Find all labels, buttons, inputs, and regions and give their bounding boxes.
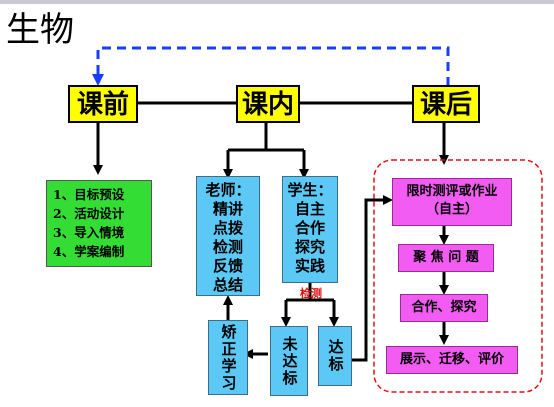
after-step-timed-test: 限时测评或作业 （自主）	[392, 178, 512, 226]
teacher-heading: 老师：	[205, 181, 251, 199]
not-reached-box: 未达标	[270, 326, 308, 396]
after-step-cooperate: 合作、探究	[400, 294, 488, 322]
after-class-frame	[373, 159, 543, 393]
teacher-box: 老师： 精讲 点拨 检测 反馈 总结	[196, 176, 260, 296]
teacher-task: 检测	[212, 238, 243, 256]
student-task: 自主	[294, 200, 325, 218]
stage-in-class: 课内	[236, 85, 300, 123]
stage-after-class: 课后	[412, 85, 480, 123]
page-title: 生物	[6, 10, 74, 50]
teacher-task: 总结	[212, 276, 243, 294]
feedback-loop-arrow	[92, 46, 450, 86]
student-box: 学生： 自主 合作 探究 实践	[282, 176, 338, 283]
student-task: 探究	[294, 238, 325, 256]
plan-item: 3、导入情境	[53, 225, 125, 240]
plan-item: 1、目标预设	[53, 187, 125, 202]
reached-box: 达标	[318, 326, 352, 386]
after-step-focus: 聚 焦 问 题	[398, 244, 494, 272]
after-step-text: （自主）	[425, 202, 478, 217]
plan-item: 4、学案编制	[53, 244, 125, 259]
student-heading: 学生：	[287, 181, 333, 199]
pre-class-plan-list: 1、目标预设 2、活动设计 3、导入情境 4、学案编制	[46, 180, 152, 267]
teacher-task: 精讲	[212, 200, 243, 218]
student-task: 合作	[294, 219, 325, 237]
stage-before-class: 课前	[68, 85, 138, 123]
student-task: 实践	[294, 257, 325, 275]
teacher-task: 反馈	[212, 257, 243, 275]
after-step-text: 限时测评或作业	[406, 184, 498, 199]
correct-learning-box: 矫正学习	[208, 320, 248, 395]
check-label: 检测	[300, 287, 322, 300]
after-step-present: 展示、迁移、评价	[386, 346, 518, 374]
teacher-task: 点拨	[212, 219, 243, 237]
top-border	[0, 0, 554, 4]
plan-item: 2、活动设计	[53, 206, 125, 221]
